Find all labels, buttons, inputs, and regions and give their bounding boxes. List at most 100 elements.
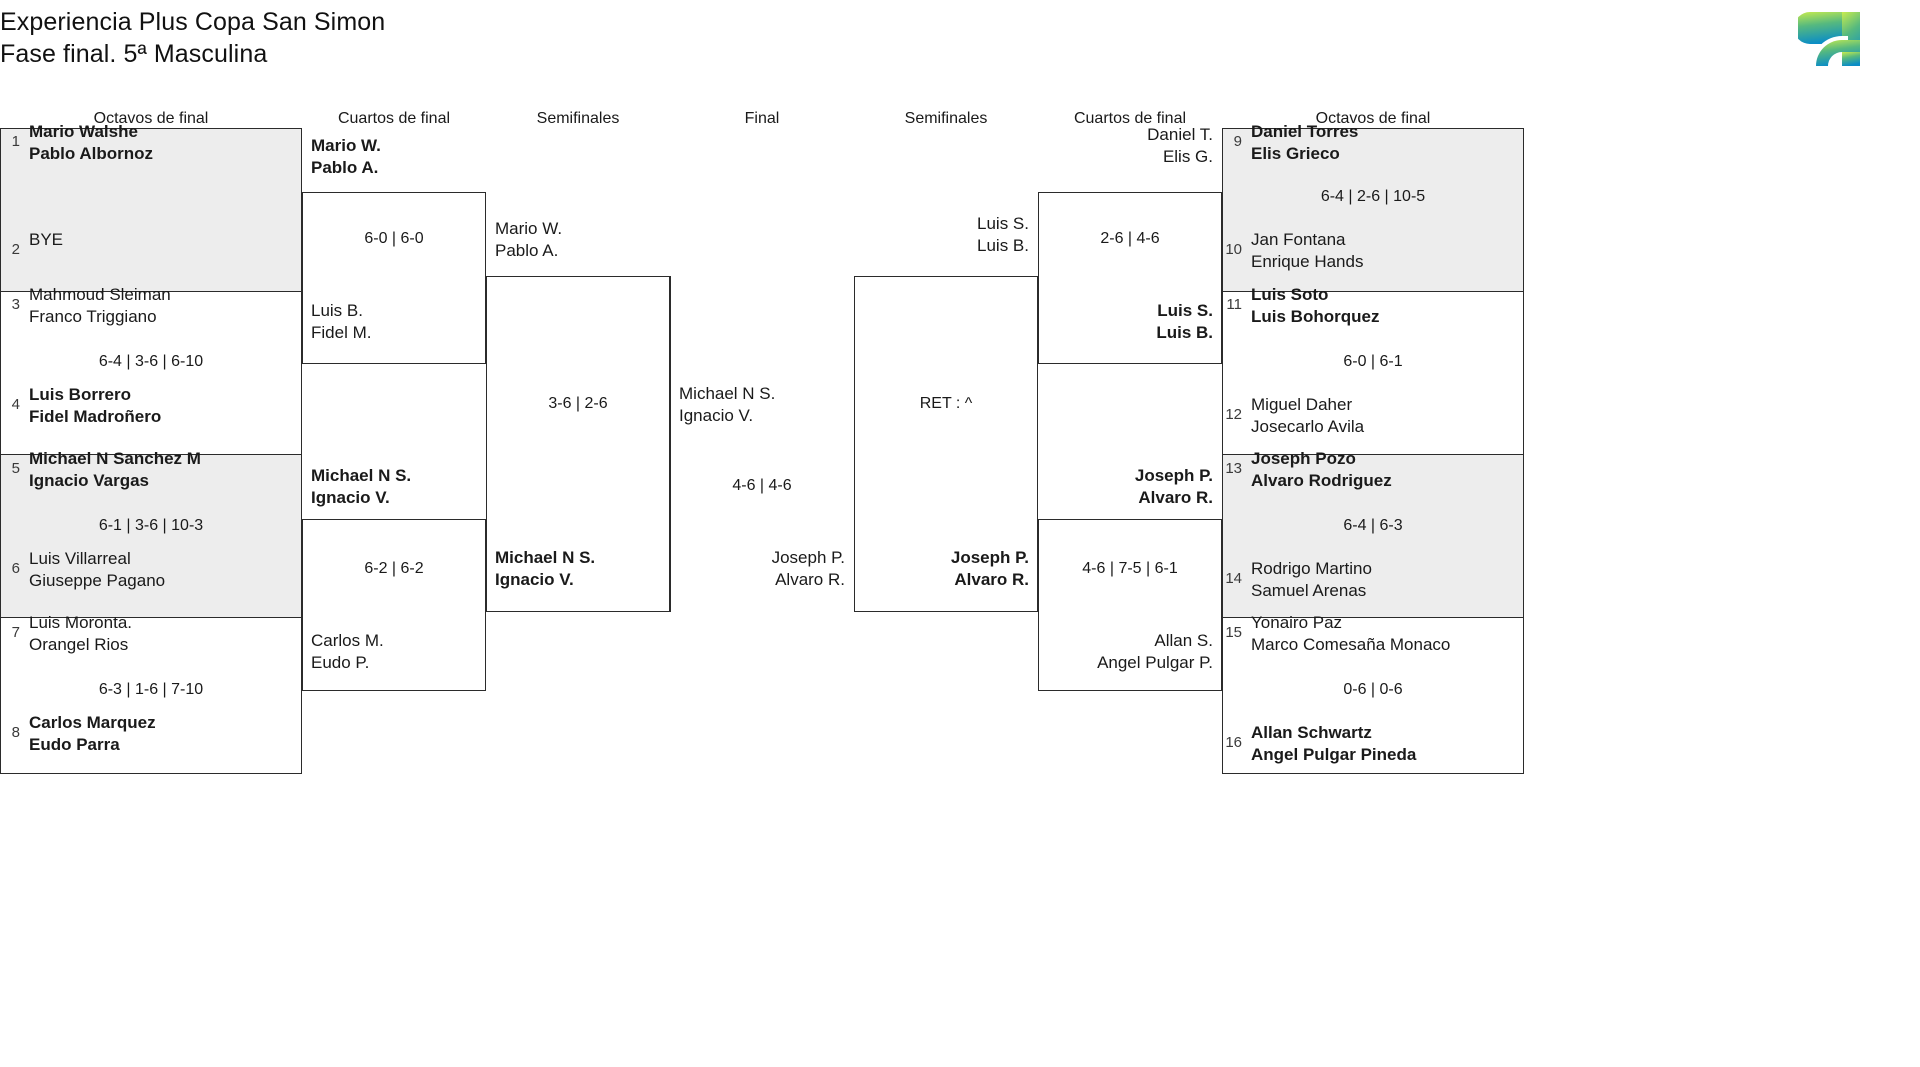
- seed-number: 7: [11, 624, 20, 641]
- seed-number: 5: [11, 460, 20, 477]
- player-names: Joseph Pozo Alvaro Rodriguez: [1251, 449, 1392, 490]
- player-names: Michael N Sanchez M Ignacio Vargas: [29, 449, 201, 490]
- player-row-seed-5[interactable]: 5 Michael N Sanchez M Ignacio Vargas: [0, 448, 201, 492]
- player-names: Daniel Torres Elis Grieco: [1251, 122, 1359, 163]
- match-box-r4[interactable]: [1222, 617, 1524, 774]
- round-header-right-r16: Octavos de final: [1315, 110, 1431, 127]
- player-row-seed-7[interactable]: 7 Luis Moronta. Orangel Rios: [0, 612, 132, 656]
- page-title: Experiencia Plus Copa San Simon Fase fin…: [0, 6, 385, 70]
- match-score-final: 4-6 | 4-6: [732, 477, 792, 494]
- match-box-lqf1[interactable]: [302, 192, 486, 364]
- player-names: BYE: [29, 230, 64, 249]
- final-player-right: Joseph P. Alvaro R.: [771, 548, 845, 589]
- match-box-rsf[interactable]: [854, 276, 1038, 612]
- title-line-2: Fase final. 5ª Masculina: [0, 40, 268, 68]
- match-box-lqf2[interactable]: [302, 519, 486, 691]
- player-row-seed-16[interactable]: 16 Allan Schwartz Angel Pulgar Pineda: [1222, 722, 1416, 766]
- sf-player-r1: Luis S. Luis B.: [977, 214, 1029, 255]
- qf-player-l1: Mario W. Pablo A.: [311, 136, 381, 177]
- player-row-seed-11[interactable]: 11 Luis Soto Luis Bohorquez: [1222, 284, 1379, 328]
- player-row-seed-1[interactable]: 1 Mario Walshe Pablo Albornoz: [0, 121, 153, 165]
- qf-player-l2: Luis B. Fidel M.: [311, 301, 372, 342]
- qf-player-r2: Luis S. Luis B.: [1156, 301, 1213, 342]
- match-box-l3[interactable]: [0, 454, 302, 618]
- match-box-lsf[interactable]: [486, 276, 670, 612]
- player-names: Mahmoud Sleiman Franco Triggiano: [29, 285, 171, 326]
- match-box-rqf2[interactable]: [1038, 519, 1222, 691]
- match-box-rqf1[interactable]: [1038, 192, 1222, 364]
- player-names: Yonairo Paz Marco Comesaña Monaco: [1251, 613, 1451, 654]
- qf-player-l3: Michael N S. Ignacio V.: [311, 466, 412, 507]
- seed-number: 2: [11, 241, 20, 258]
- player-names: Rodrigo Martino Samuel Arenas: [1251, 559, 1372, 600]
- seed-number: 9: [1233, 133, 1242, 150]
- player-row-seed-6[interactable]: 6 Luis Villarreal Giuseppe Pagano: [0, 548, 165, 592]
- seed-number: 6: [11, 560, 20, 577]
- player-names: Miguel Daher Josecarlo Avila: [1251, 395, 1365, 436]
- seed-number: 16: [1225, 734, 1242, 751]
- player-names: Luis Soto Luis Bohorquez: [1251, 285, 1380, 326]
- match-box-l4[interactable]: [0, 617, 302, 774]
- player-names: Luis Villarreal Giuseppe Pagano: [29, 549, 166, 590]
- sf-player-r2: Joseph P. Alvaro R.: [950, 548, 1029, 589]
- player-row-seed-15[interactable]: 15 Yonairo Paz Marco Comesaña Monaco: [1222, 612, 1450, 656]
- match-score-rqf2: 4-6 | 7-5 | 6-1: [1082, 560, 1178, 577]
- tournament-logo-icon: [1794, 8, 1882, 70]
- player-names: Mario Walshe Pablo Albornoz: [29, 122, 154, 163]
- seed-number: 1: [11, 133, 20, 150]
- player-names: Luis Borrero Fidel Madroñero: [29, 385, 162, 426]
- qf-player-r3: Joseph P. Alvaro R.: [1134, 466, 1213, 507]
- match-score-lsf: 3-6 | 2-6: [548, 395, 608, 412]
- player-row-seed-14[interactable]: 14 Rodrigo Martino Samuel Arenas: [1222, 558, 1372, 602]
- seed-number: 4: [11, 396, 20, 413]
- player-row-seed-3[interactable]: 3 Mahmoud Sleiman Franco Triggiano: [0, 284, 171, 328]
- player-names: Carlos Marquez Eudo Parra: [29, 713, 156, 754]
- player-names: Jan Fontana Enrique Hands: [1251, 230, 1364, 271]
- match-score-r1: 6-4 | 2-6 | 10-5: [1320, 188, 1426, 205]
- match-box-r3[interactable]: [1222, 454, 1524, 618]
- final-player-left: Michael N S. Ignacio V.: [679, 384, 776, 425]
- round-header-right-sf: Semifinales: [904, 110, 988, 127]
- match-box-l1[interactable]: [0, 128, 302, 292]
- player-row-seed-10[interactable]: 10 Jan Fontana Enrique Hands: [1222, 229, 1363, 273]
- sf-player-l1: Mario W. Pablo A.: [495, 219, 563, 260]
- seed-number: 13: [1225, 460, 1242, 477]
- seed-number: 11: [1226, 296, 1242, 313]
- player-row-seed-8[interactable]: 8 Carlos Marquez Eudo Parra: [0, 712, 156, 756]
- sf-player-l2: Michael N S. Ignacio V.: [495, 548, 596, 589]
- match-score-r4: 0-6 | 0-6: [1343, 681, 1403, 698]
- player-row-seed-12[interactable]: 12 Miguel Daher Josecarlo Avila: [1222, 394, 1364, 438]
- match-score-rsf: RET : ^: [919, 395, 973, 412]
- player-row-seed-9[interactable]: 9 Daniel Torres Elis Grieco: [1222, 121, 1359, 165]
- match-score-lqf2: 6-2 | 6-2: [364, 560, 424, 577]
- round-header-final: Final: [744, 110, 780, 127]
- final-left-rule: [670, 276, 671, 612]
- seed-number: 15: [1225, 624, 1242, 641]
- seed-number: 10: [1225, 241, 1242, 258]
- seed-number: 14: [1225, 570, 1242, 587]
- seed-number: 8: [11, 724, 20, 741]
- match-score-r3: 6-4 | 6-3: [1343, 517, 1403, 534]
- seed-number: 12: [1225, 406, 1242, 423]
- match-score-l2: 6-4 | 3-6 | 6-10: [98, 353, 204, 370]
- match-score-l3: 6-1 | 3-6 | 10-3: [98, 517, 204, 534]
- round-header-right-qf: Cuartos de final: [1073, 110, 1187, 127]
- title-line-1: Experiencia Plus Copa San Simon: [0, 8, 386, 36]
- qf-player-r1: Daniel T. Elis G.: [1147, 125, 1213, 166]
- player-row-seed-13[interactable]: 13 Joseph Pozo Alvaro Rodriguez: [1222, 448, 1392, 492]
- qf-player-l4: Carlos M. Eudo P.: [311, 631, 384, 672]
- qf-player-r4: Allan S. Angel Pulgar P.: [1097, 631, 1213, 672]
- round-header-left-r16: Octavos de final: [93, 110, 209, 127]
- player-names: Allan Schwartz Angel Pulgar Pineda: [1251, 723, 1417, 764]
- round-header-left-qf: Cuartos de final: [337, 110, 451, 127]
- player-row-seed-4[interactable]: 4 Luis Borrero Fidel Madroñero: [0, 384, 162, 428]
- match-score-l4: 6-3 | 1-6 | 7-10: [98, 681, 204, 698]
- match-score-lqf1: 6-0 | 6-0: [364, 230, 424, 247]
- match-score-rqf1: 2-6 | 4-6: [1100, 230, 1160, 247]
- match-score-r2: 6-0 | 6-1: [1343, 353, 1403, 370]
- seed-number: 3: [11, 296, 20, 313]
- page-header: Experiencia Plus Copa San Simon Fase fin…: [0, 0, 1920, 95]
- player-names: Luis Moronta. Orangel Rios: [29, 613, 132, 654]
- player-row-seed-2[interactable]: 2 BYE: [0, 229, 63, 259]
